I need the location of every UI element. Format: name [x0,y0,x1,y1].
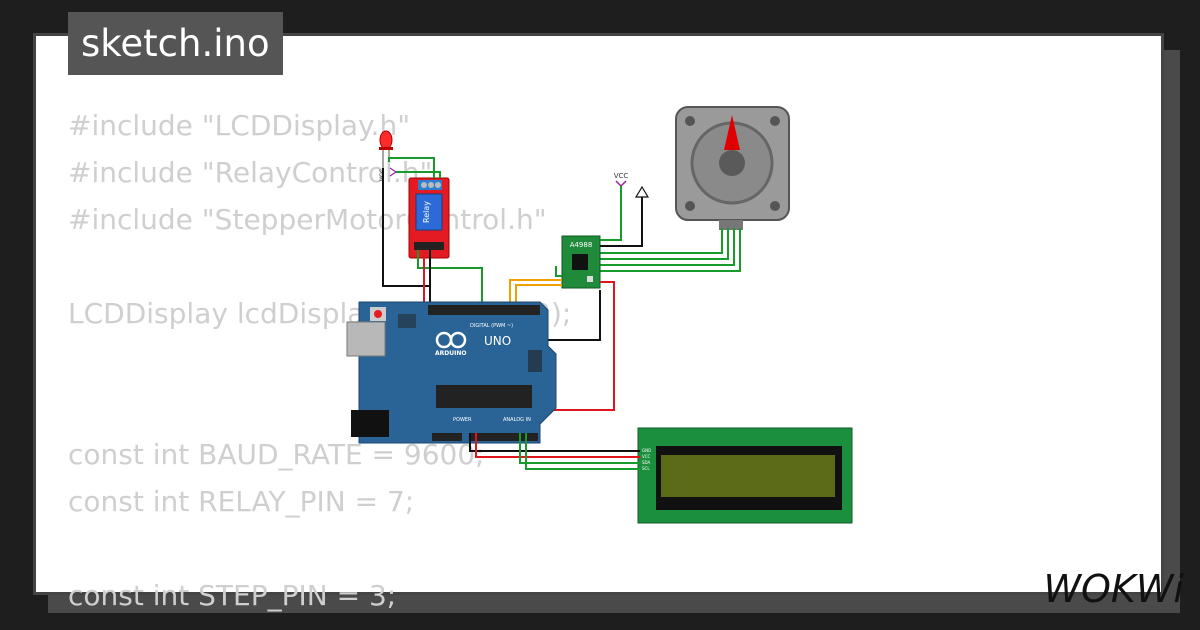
digital-header-label: DIGITAL (PWM ~) [470,323,513,329]
driver-vcc: VCC [600,172,629,241]
a4988-driver[interactable]: A4988 [561,235,601,289]
motor-wires [600,228,741,272]
power-header-label: POWER [453,417,472,423]
code-line: const int BAUD_RATE = 9600; [68,438,485,471]
driver-gnd [600,185,650,247]
code-line: const int STEP_PIN = 3; [68,579,397,612]
driver-label: A4988 [570,241,593,249]
usb-port [346,321,386,357]
lcd-wires [469,433,640,470]
arduino-model: UNO [484,334,511,348]
microcontroller-chip [436,385,532,408]
preview-card: #include "LCDDisplay.h" #include "RelayC… [33,33,1164,612]
led[interactable] [379,130,393,168]
motor-shaft-indicator [724,115,740,150]
sketch-filename: sketch.ino [68,12,283,75]
stepper-motor[interactable] [675,106,790,230]
arduino-brand: ARDUINO [435,350,466,357]
relay-vcc: VCC [379,167,398,181]
lcd-pin-label: SDA [642,460,651,465]
brand-text: WOKWi [1043,567,1184,611]
code-line: const int RELAY_PIN = 7; [68,485,415,518]
power-jack [351,410,389,437]
code-line: #include "StepperMotorControl.h" [68,203,547,236]
lcd-pin-label: GND [642,448,651,453]
lcd-pin-label: SCL [642,466,650,471]
code-line: #include "LCDDisplay.h" [68,109,411,142]
wokwi-logo: WOKWi [1043,567,1184,611]
code-background: #include "LCDDisplay.h" #include "RelayC… [68,102,571,619]
step-dir-wires [509,279,562,306]
lcd-pin-label: VCC [642,454,651,459]
vcc-label: VCC [614,172,629,180]
reset-button-icon [374,310,382,318]
code-line: #include "RelayControl.h" [68,156,433,189]
relay-label: Relay [422,201,431,223]
arduino-uno[interactable]: DIGITAL (PWM ~) UNO ARDUINO POWER ANALOG… [346,301,557,444]
lcd-screen [661,455,835,497]
analog-header-label: ANALOG IN [503,417,531,423]
lcd-display[interactable]: GND VCC SDA SCL [637,427,853,524]
relay-module[interactable]: Relay [408,177,450,259]
